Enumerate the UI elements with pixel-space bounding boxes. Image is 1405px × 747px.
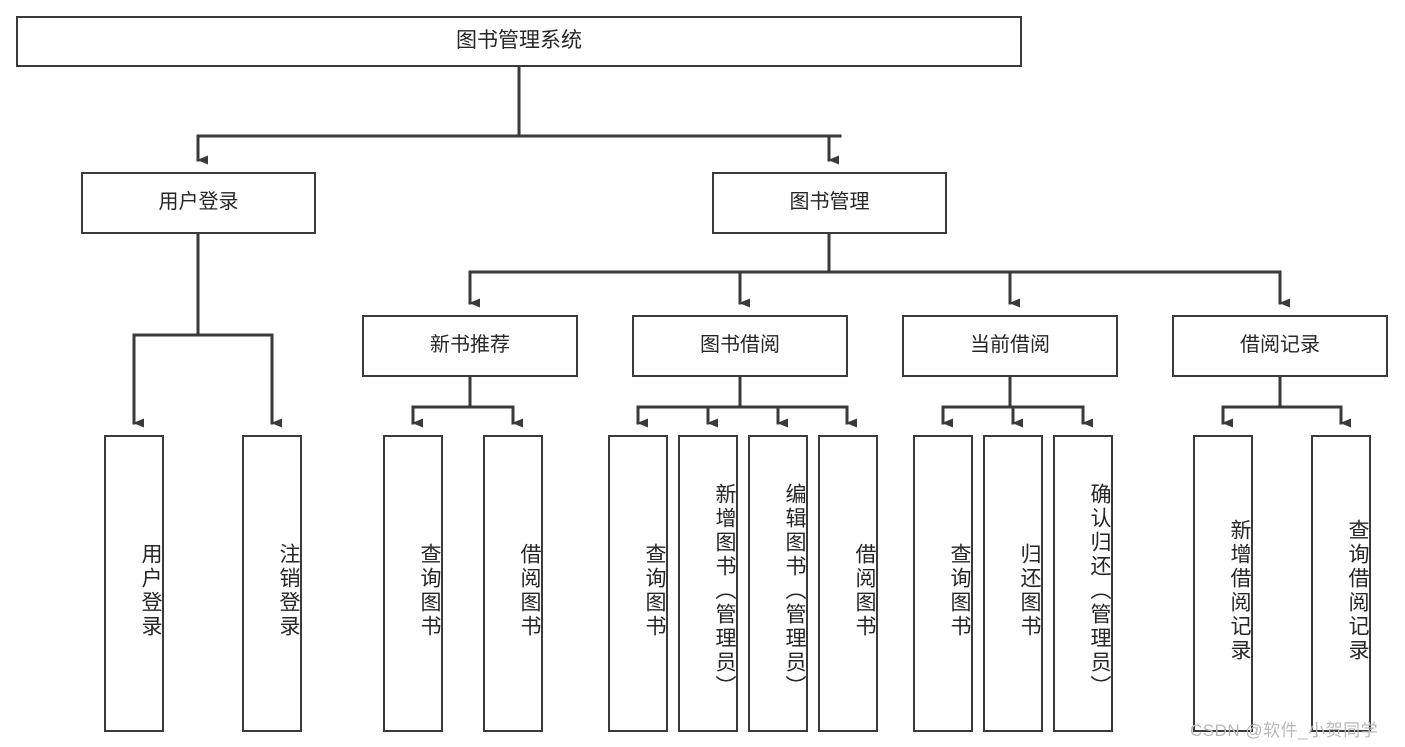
node-current-borrow[interactable]: 当前借阅 — [902, 315, 1118, 377]
leaf-label: 确认归还（管理员） — [1088, 482, 1111, 699]
leaf-label: 借阅图书 — [853, 542, 876, 639]
leaf-user-login-logout[interactable]: 注销登录 — [242, 435, 302, 732]
leaf-label: 查询图书 — [418, 542, 441, 639]
leaf-label: 查询图书 — [643, 542, 666, 639]
leaf-user-login-login[interactable]: 用户登录 — [104, 435, 164, 732]
leaf-label: 借阅图书 — [518, 542, 541, 639]
leaf-current-confirm-return-admin[interactable]: 确认归还（管理员） — [1053, 435, 1113, 732]
leaf-borrow-query-book[interactable]: 查询图书 — [608, 435, 668, 732]
leaf-borrow-edit-book-admin[interactable]: 编辑图书（管理员） — [748, 435, 808, 732]
node-borrow-record[interactable]: 借阅记录 — [1172, 315, 1388, 377]
leaf-label: 查询借阅记录 — [1346, 518, 1369, 663]
leaf-current-query-book[interactable]: 查询图书 — [913, 435, 973, 732]
node-user-login[interactable]: 用户登录 — [81, 172, 316, 234]
leaf-label: 归还图书 — [1018, 542, 1041, 639]
leaf-current-return-book[interactable]: 归还图书 — [983, 435, 1043, 732]
leaf-label: 编辑图书（管理员） — [783, 482, 806, 699]
leaf-label: 新增图书（管理员） — [713, 482, 736, 699]
leaf-newbook-query-book[interactable]: 查询图书 — [383, 435, 443, 732]
leaf-newbook-borrow-book[interactable]: 借阅图书 — [483, 435, 543, 732]
node-book-management[interactable]: 图书管理 — [712, 172, 947, 234]
leaf-record-add-record[interactable]: 新增借阅记录 — [1193, 435, 1253, 732]
node-root-system[interactable]: 图书管理系统 — [16, 16, 1022, 67]
leaf-label: 查询图书 — [948, 542, 971, 639]
leaf-label: 新增借阅记录 — [1228, 518, 1251, 663]
node-book-borrow[interactable]: 图书借阅 — [632, 315, 848, 377]
leaf-record-query-record[interactable]: 查询借阅记录 — [1311, 435, 1371, 732]
node-new-book-recommend[interactable]: 新书推荐 — [362, 315, 578, 377]
leaf-borrow-add-book-admin[interactable]: 新增图书（管理员） — [678, 435, 738, 732]
leaf-label: 注销登录 — [277, 542, 300, 639]
leaf-borrow-borrow-book[interactable]: 借阅图书 — [818, 435, 878, 732]
csdn-watermark: CSDN @软件_小贺同学 — [1190, 721, 1379, 740]
leaf-label: 用户登录 — [139, 542, 162, 639]
